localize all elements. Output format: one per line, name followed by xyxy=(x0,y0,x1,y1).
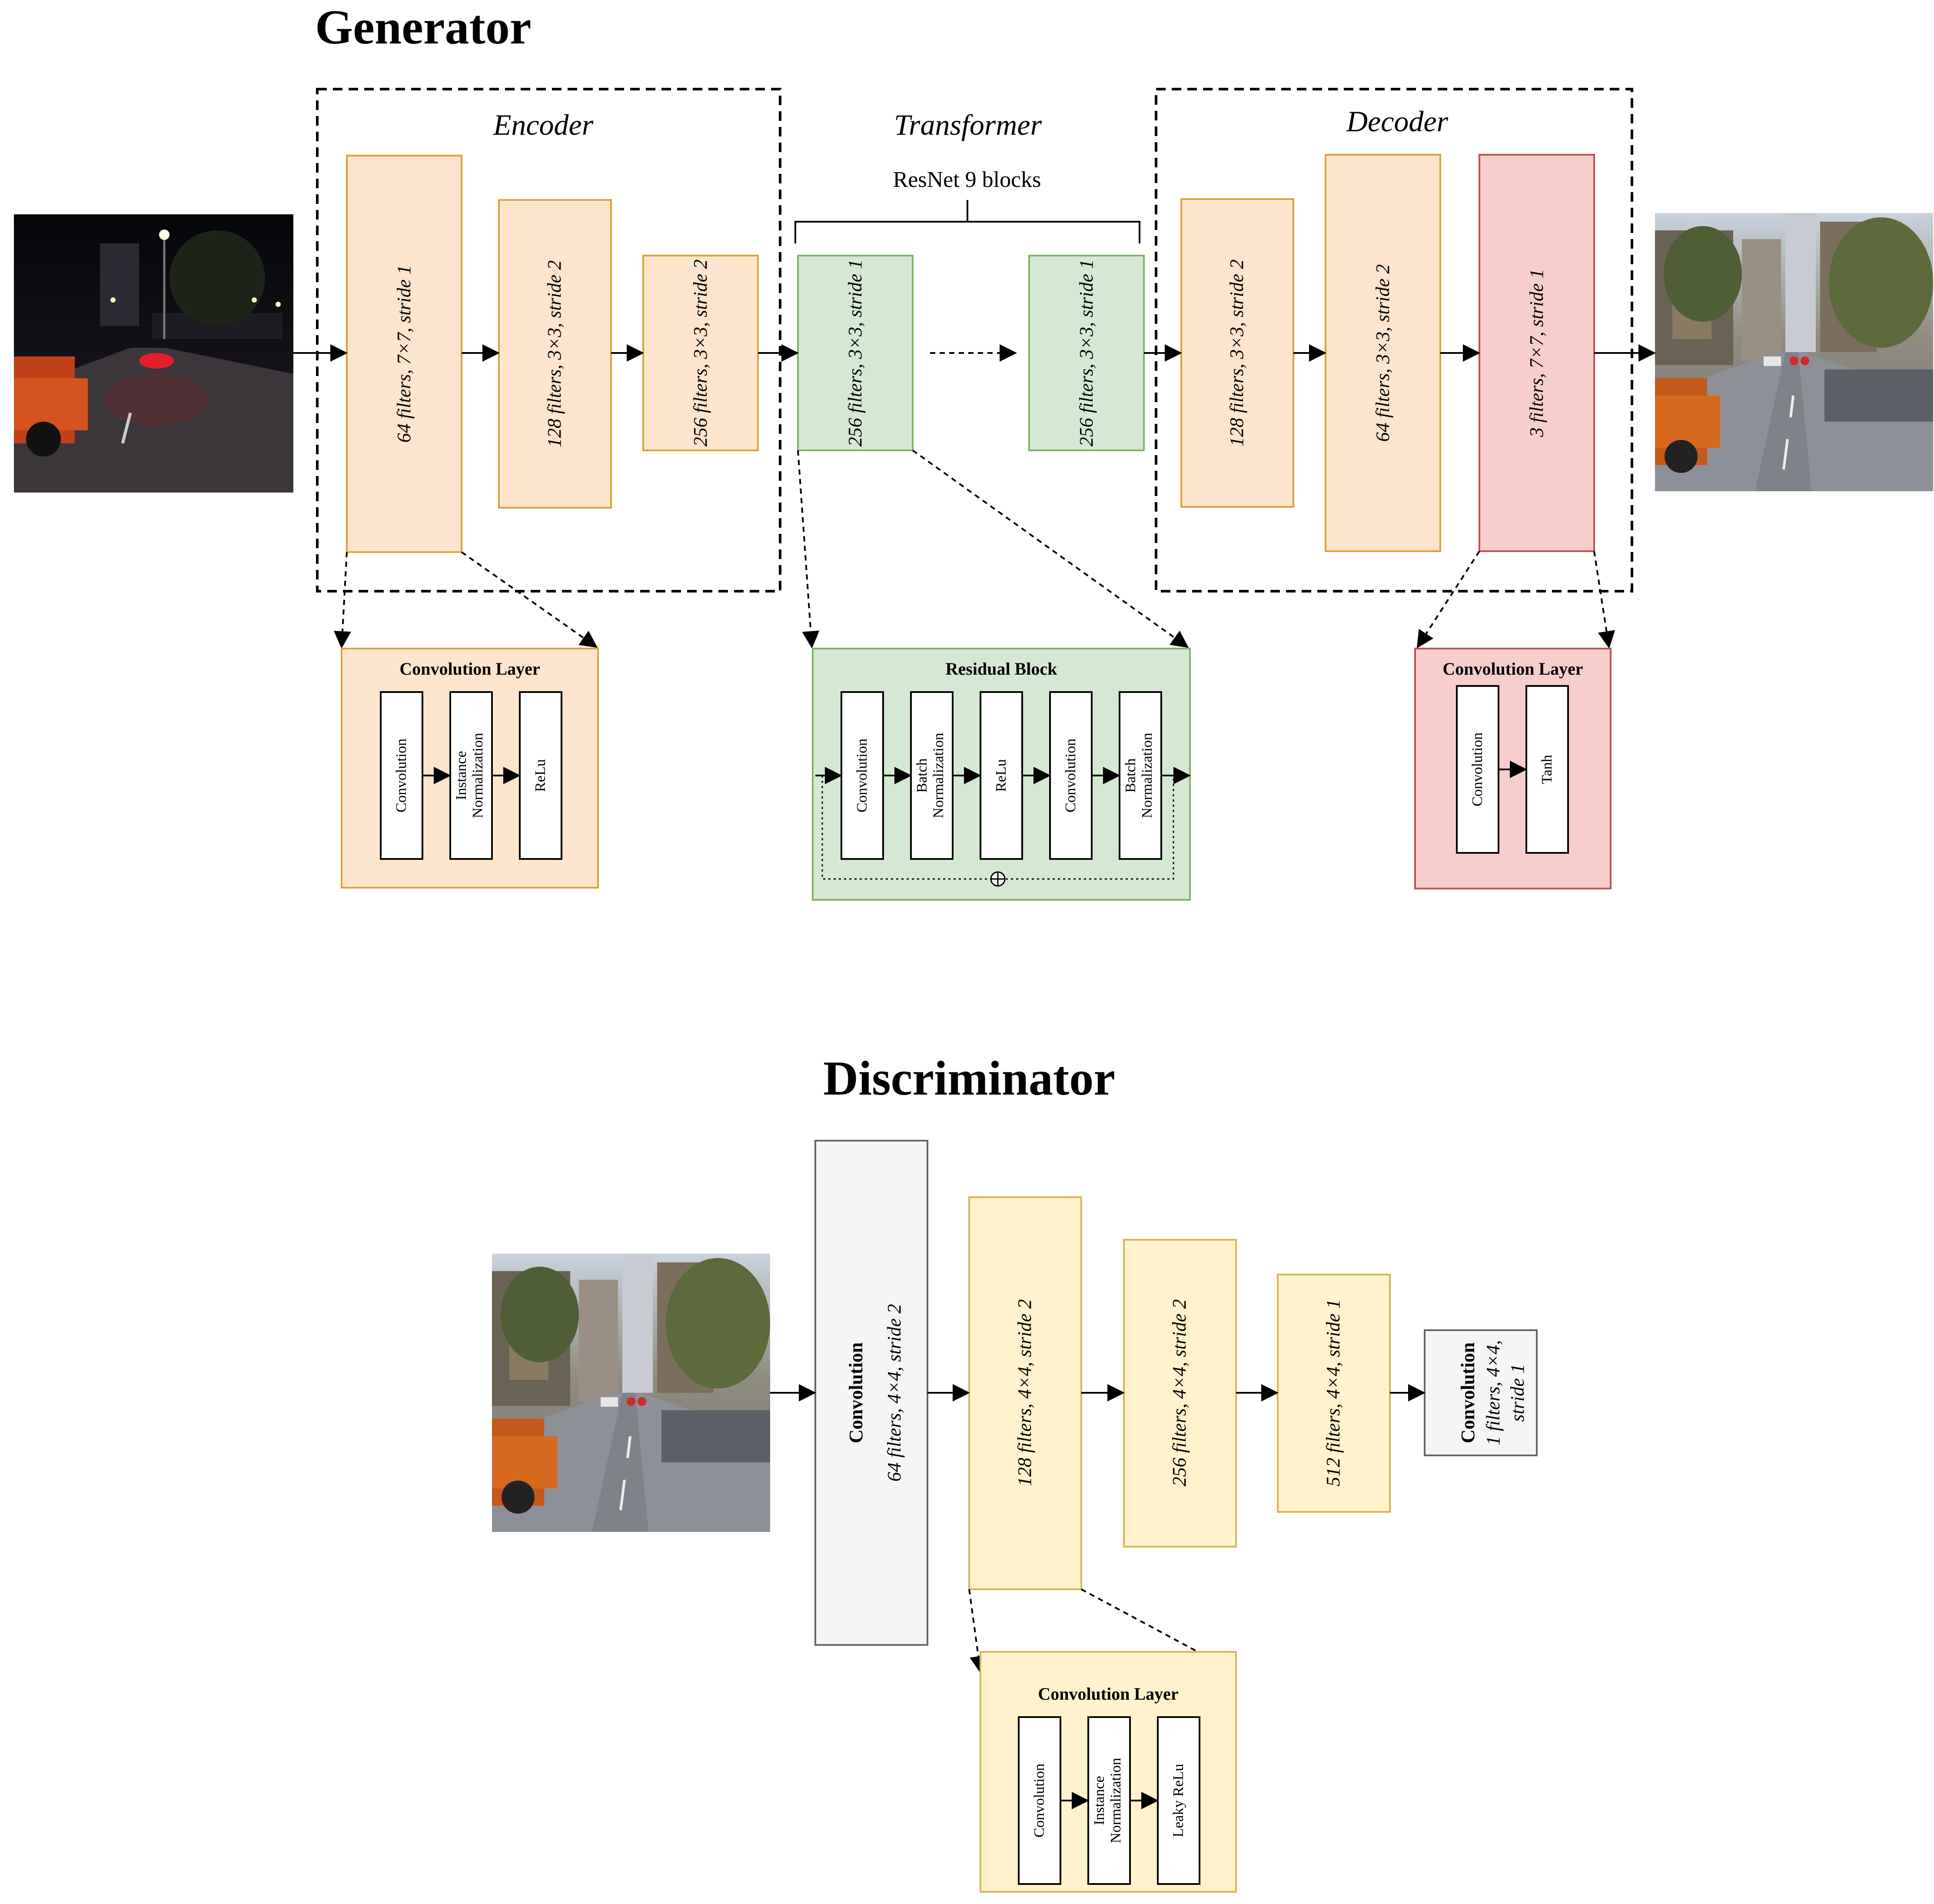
decoder-frame xyxy=(1155,88,1633,593)
svg-text:Leaky ReLu: Leaky ReLu xyxy=(1170,1764,1186,1837)
svg-text:Normalization: Normalization xyxy=(930,733,947,818)
svg-text:128 filters, 4×4, stride 2: 128 filters, 4×4, stride 2 xyxy=(1014,1299,1035,1487)
residual-block-first: 256 filters, 3×3, stride 1 xyxy=(797,255,914,451)
svg-text:Convolution: Convolution xyxy=(1031,1764,1047,1837)
svg-text:256 filters, 3×3, stride 1: 256 filters, 3×3, stride 1 xyxy=(844,260,866,447)
generator-zoom-connectors xyxy=(334,449,1615,649)
generator-title: Generator xyxy=(315,0,532,54)
svg-text:Convolution Layer: Convolution Layer xyxy=(1038,1684,1178,1704)
svg-text:1 filters, 4×4,: 1 filters, 4×4, xyxy=(1482,1340,1504,1445)
svg-text:64 filters, 4×4, stride 2: 64 filters, 4×4, stride 2 xyxy=(884,1304,905,1482)
svg-text:Normalization: Normalization xyxy=(1139,733,1155,818)
svg-text:stride 1: stride 1 xyxy=(1507,1364,1528,1421)
svg-text:3 filters, 7×7, stride 1: 3 filters, 7×7, stride 1 xyxy=(1526,269,1547,438)
discriminator-block-4: 512 filters, 4×4, stride 1 xyxy=(1277,1274,1391,1513)
svg-text:Normalization: Normalization xyxy=(470,733,486,818)
encoder-convolution-layer-detail: Convolution Layer Convolution Instance N… xyxy=(341,648,599,889)
decoder-label: Decoder xyxy=(1346,105,1449,138)
skip-connection xyxy=(821,776,1174,880)
svg-text:64 filters, 7×7, stride 1: 64 filters, 7×7, stride 1 xyxy=(393,265,415,443)
decoder-block-1: 128 filters, 3×3, stride 2 xyxy=(1180,198,1294,508)
svg-text:Convolution: Convolution xyxy=(1469,732,1485,806)
svg-text:128 filters, 3×3, stride 2: 128 filters, 3×3, stride 2 xyxy=(1226,260,1247,447)
discriminator-block-2: 128 filters, 4×4, stride 2 xyxy=(968,1196,1082,1590)
svg-text:Tanh: Tanh xyxy=(1539,755,1555,784)
svg-text:Normalization: Normalization xyxy=(1108,1758,1124,1843)
transformer-label: Transformer xyxy=(894,108,1042,141)
residual-block-detail: Residual Block Convolution Batch Normali… xyxy=(812,648,1191,901)
svg-text:Batch: Batch xyxy=(914,758,930,792)
svg-text:256 filters, 3×3, stride 2: 256 filters, 3×3, stride 2 xyxy=(690,260,711,447)
svg-text:256 filters, 4×4, stride 2: 256 filters, 4×4, stride 2 xyxy=(1169,1299,1190,1487)
encoder-block-1: 64 filters, 7×7, stride 1 xyxy=(346,155,462,553)
svg-text:256 filters, 3×3, stride 1: 256 filters, 3×3, stride 1 xyxy=(1076,260,1097,447)
encoder-block-2: 128 filters, 3×3, stride 2 xyxy=(498,199,612,509)
decoder-block-2: 64 filters, 3×3, stride 2 xyxy=(1325,154,1441,552)
svg-text:Convolution: Convolution xyxy=(1063,739,1079,812)
svg-text:Convolution: Convolution xyxy=(845,1342,867,1443)
svg-text:Convolution: Convolution xyxy=(393,739,409,812)
svg-text:512 filters, 4×4, stride 1: 512 filters, 4×4, stride 1 xyxy=(1323,1299,1344,1487)
discriminator-input-photo xyxy=(492,1254,770,1532)
svg-text:64 filters, 3×3, stride 2: 64 filters, 3×3, stride 2 xyxy=(1372,264,1393,442)
svg-text:ReLu: ReLu xyxy=(532,759,548,792)
encoder-label: Encoder xyxy=(493,108,594,141)
decoder-convolution-layer-detail: Convolution Layer Convolution Tanh xyxy=(1414,648,1612,889)
discriminator-block-3: 256 filters, 4×4, stride 2 xyxy=(1123,1239,1237,1548)
resnet-brace xyxy=(794,200,1140,243)
input-night-photo xyxy=(14,214,293,493)
encoder-block-3: 256 filters, 3×3, stride 2 xyxy=(642,255,759,451)
svg-text:Instance: Instance xyxy=(453,751,469,800)
svg-text:Instance: Instance xyxy=(1091,1776,1107,1825)
add-icon xyxy=(990,871,1006,887)
svg-text:Convolution Layer: Convolution Layer xyxy=(1442,659,1583,679)
discriminator-output-block: Convolution 1 filters, 4×4, stride 1 xyxy=(1424,1329,1538,1456)
svg-text:ReLu: ReLu xyxy=(993,759,1009,792)
decoder-block-3: 3 filters, 7×7, stride 1 xyxy=(1479,154,1595,552)
output-day-photo xyxy=(1655,213,1933,491)
svg-text:Residual Block: Residual Block xyxy=(946,659,1057,679)
discriminator-convolution-layer-detail: Convolution Layer Convolution Instance N… xyxy=(980,1651,1237,1893)
discriminator-block-1: Convolution 64 filters, 4×4, stride 2 xyxy=(814,1140,928,1646)
resnet-label: ResNet 9 blocks xyxy=(893,167,1041,192)
svg-text:Convolution Layer: Convolution Layer xyxy=(399,659,540,679)
encoder-frame xyxy=(316,88,781,593)
residual-block-last: 256 filters, 3×3, stride 1 xyxy=(1028,255,1145,451)
svg-text:Convolution: Convolution xyxy=(854,739,870,812)
svg-text:Batch: Batch xyxy=(1123,758,1139,792)
svg-text:128 filters, 3×3, stride 2: 128 filters, 3×3, stride 2 xyxy=(544,260,565,448)
discriminator-title: Discriminator xyxy=(823,1052,1115,1105)
svg-text:Convolution: Convolution xyxy=(1457,1342,1479,1443)
